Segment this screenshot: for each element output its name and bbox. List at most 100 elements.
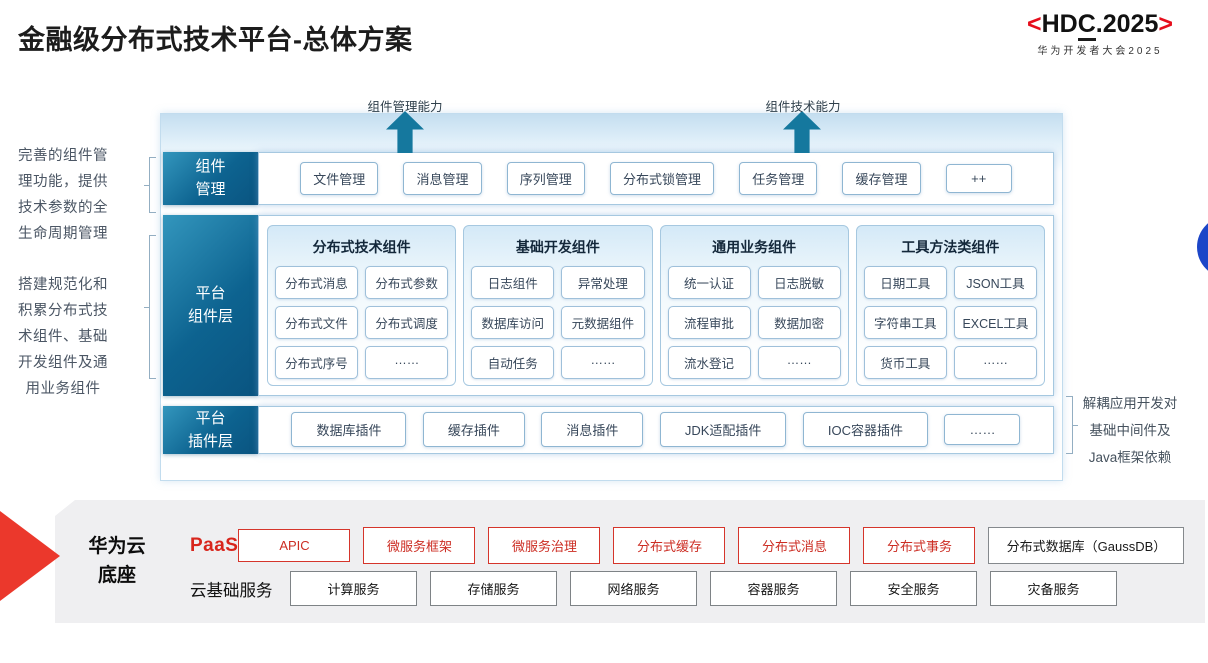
plugin-box: …… (944, 414, 1021, 446)
cloud-service-box: 计算服务 (290, 571, 417, 606)
logo-text-post: .2025 (1095, 10, 1159, 38)
capability-label-technical: 组件技术能力 (765, 100, 841, 114)
component-box: 数据库访问 (471, 305, 555, 339)
paas-row: PaaS APIC 微服务框架微服务治理分布式缓存分布式消息分布式事务 分布式数据… (190, 527, 1185, 564)
cloud-basic-services-row: 云基础服务 计算服务存储服务网络服务容器服务安全服务灾备服务 (190, 571, 1117, 606)
cloud-service-box: 安全服务 (850, 571, 977, 606)
component-box: 分布式锁管理 (609, 161, 714, 195)
platform-components-body: 分布式技术组件 分布式消息分布式参数分布式文件分布式调度分布式序号…… 基础开发… (258, 214, 1054, 396)
component-box: EXCEL工具 (953, 305, 1037, 339)
cloud-service-box: 灾备服务 (990, 571, 1117, 606)
component-box: 元数据组件 (561, 305, 645, 339)
capability-label-management: 组件管理能力 (367, 100, 443, 114)
component-box: 日志脱敏 (757, 265, 841, 299)
label-line: 插件层 (187, 432, 233, 450)
logo-close-bracket: > (1158, 10, 1173, 38)
component-box: 分布式文件 (275, 305, 359, 339)
component-box: 数据加密 (757, 305, 841, 339)
component-box: …… (365, 345, 449, 379)
group-title: 分布式技术组件 (312, 238, 411, 255)
component-box: 分布式消息 (275, 265, 359, 299)
label-line: 平台 (195, 285, 226, 303)
note-platform-components: 搭建规范化和积累分布式技术组件、基础开发组件及通用业务组件 (18, 277, 108, 397)
component-management-items: 文件管理消息管理序列管理分布式锁管理任务管理缓存管理 ++ (258, 152, 1054, 205)
component-box: 任务管理 (739, 161, 818, 195)
component-box: ++ (945, 163, 1012, 193)
component-box: 消息管理 (403, 161, 482, 195)
component-box: 分布式调度 (365, 305, 449, 339)
paas-service-box: APIC (238, 529, 351, 562)
group-title: 通用业务组件 (712, 238, 797, 255)
cloud-service-box: 存储服务 (430, 571, 557, 606)
component-box: 流程审批 (667, 305, 751, 339)
group-title: 基础开发组件 (515, 238, 600, 255)
component-box: 分布式序号 (275, 345, 359, 379)
label-line: 管理 (195, 181, 226, 199)
component-box: 序列管理 (506, 161, 585, 195)
label-line: 组件层 (187, 308, 233, 326)
paas-service-box: 分布式缓存 (613, 527, 726, 564)
component-box: 分布式参数 (365, 265, 449, 299)
layer-label-component-management: 组件 管理 (163, 152, 258, 205)
group-items: 日志组件异常处理数据库访问元数据组件自动任务…… (471, 265, 645, 379)
layer-platform-plugins: 平台 插件层 数据库插件缓存插件消息插件 JDK适配插件 IOC容器插件 …… (163, 405, 1054, 454)
layer-component-management: 组件 管理 文件管理消息管理序列管理分布式锁管理任务管理缓存管理 ++ (163, 152, 1054, 205)
layer-label-platform-plugins: 平台 插件层 (163, 405, 258, 454)
label-line: 华为云 (88, 536, 146, 557)
component-box: 缓存管理 (842, 161, 921, 195)
component-groups: 分布式技术组件 分布式消息分布式参数分布式文件分布式调度分布式序号…… 基础开发… (259, 216, 1053, 395)
plugin-box: IOC容器插件 (802, 412, 928, 448)
note-component-management: 完善的组件管理功能，提供技术参数的全生命周期管理 (18, 148, 108, 242)
plugin-box: JDK适配插件 (659, 412, 787, 448)
logo-text-pre: HD (1041, 10, 1078, 38)
component-box: 字符串工具 (863, 305, 947, 339)
cloud-basic-services: 计算服务存储服务网络服务容器服务安全服务灾备服务 (290, 571, 1117, 606)
right-bracket-connector (1066, 396, 1078, 454)
component-box: 统一认证 (667, 265, 751, 299)
component-box: …… (561, 345, 645, 379)
architecture-panel: 组件 管理 文件管理消息管理序列管理分布式锁管理任务管理缓存管理 ++ 平台 组件… (160, 113, 1063, 481)
label-line: 底座 (97, 565, 136, 586)
logo-open-bracket: < (1027, 10, 1042, 38)
cloud-service-box: 网络服务 (570, 571, 697, 606)
group-basic-dev: 基础开发组件 日志组件异常处理数据库访问元数据组件自动任务…… (463, 224, 653, 386)
group-items: 统一认证日志脱敏流程审批数据加密流水登记…… (667, 265, 841, 379)
component-box: …… (757, 345, 841, 379)
left-bracket-connector (144, 157, 156, 213)
group-items: 分布式消息分布式参数分布式文件分布式调度分布式序号…… (275, 265, 449, 379)
layer-label-platform-components: 平台 组件层 (163, 214, 258, 396)
paas-service-box: 微服务治理 (488, 527, 601, 564)
plugin-box: 缓存插件 (422, 412, 525, 448)
group-common-business: 通用业务组件 统一认证日志脱敏流程审批数据加密流水登记…… (659, 224, 849, 386)
label-line: 平台 (195, 409, 226, 427)
platform-plugins-items: 数据库插件缓存插件消息插件 JDK适配插件 IOC容器插件 …… (258, 405, 1054, 454)
component-box: 自动任务 (471, 345, 555, 379)
foundation-title: 华为云 底座 (75, 532, 159, 590)
paas-label: PaaS (190, 534, 239, 556)
plugin-box: 数据库插件 (291, 412, 407, 448)
note-decouple: 解耦应用开发对基础中间件及Java框架依赖 (1082, 396, 1178, 465)
layer-rows: 组件 管理 文件管理消息管理序列管理分布式锁管理任务管理缓存管理 ++ 平台 组件… (163, 152, 1054, 454)
cloud-basic-services-label: 云基础服务 (190, 581, 273, 600)
left-bracket-connector (144, 235, 156, 379)
paas-service-box: 分布式消息 (738, 527, 851, 564)
component-box: JSON工具 (953, 265, 1037, 299)
component-box: 日志组件 (471, 265, 555, 299)
component-box: 货币工具 (863, 345, 947, 379)
paas-service-box: 分布式事务 (863, 527, 976, 564)
page-title: 金融级分布式技术平台-总体方案 (18, 25, 413, 55)
logo-text-underlined: C (1077, 10, 1096, 41)
component-box: 文件管理 (300, 161, 379, 195)
blue-circle-decoration (1197, 216, 1208, 278)
gaussdb-box: 分布式数据库（GaussDB） (988, 527, 1185, 564)
red-arrow-icon (0, 511, 60, 601)
plugin-box: 消息插件 (541, 412, 644, 448)
hdc-logo-text: <HDC.2025> (1000, 10, 1200, 41)
component-box: 流水登记 (667, 345, 751, 379)
component-box: 日期工具 (863, 265, 947, 299)
group-distributed-tech: 分布式技术组件 分布式消息分布式参数分布式文件分布式调度分布式序号…… (267, 224, 457, 386)
paas-service-box: 微服务框架 (363, 527, 476, 564)
